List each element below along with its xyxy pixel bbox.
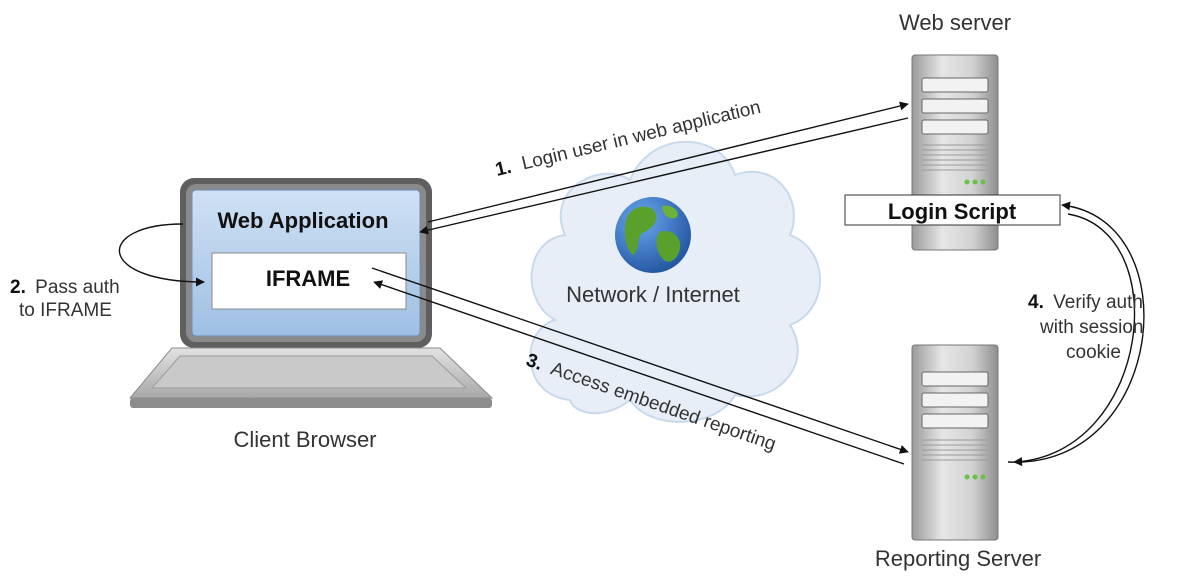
step3-number: 3. <box>523 350 545 375</box>
web-application-label: Web Application <box>217 208 388 233</box>
login-script-box <box>844 194 1061 226</box>
step4-text-line2: with session <box>1039 317 1144 338</box>
step2-number: 2. <box>10 277 26 298</box>
step4-number: 4. <box>1028 292 1044 313</box>
step2-label-line1: 2. Pass auth <box>10 277 120 298</box>
step4-label-line1: 4. Verify auth <box>1028 292 1143 313</box>
step1-number: 1. <box>493 157 513 181</box>
network-label: Network / Internet <box>566 282 740 307</box>
step2-loop-arrow <box>118 223 205 287</box>
step4-loop-arrows <box>1007 201 1145 467</box>
iframe-label: IFRAME <box>266 266 350 291</box>
web-server-label: Web server <box>899 10 1011 35</box>
login-script-label: Login Script <box>888 199 1017 224</box>
client-browser-label: Client Browser <box>233 427 376 452</box>
step4-text-line1: Verify auth <box>1053 292 1143 313</box>
reporting-server-label: Reporting Server <box>875 546 1041 571</box>
step1-arrows <box>419 101 909 235</box>
step2-text-line1: Pass auth <box>35 277 120 298</box>
step3-arrows <box>371 267 909 465</box>
reporting-server-icon <box>911 344 999 541</box>
step4-text-line3: cookie <box>1066 342 1121 363</box>
network-cloud <box>529 140 821 423</box>
step2-text-line2: to IFRAME <box>19 300 112 321</box>
globe-icon <box>615 197 691 273</box>
